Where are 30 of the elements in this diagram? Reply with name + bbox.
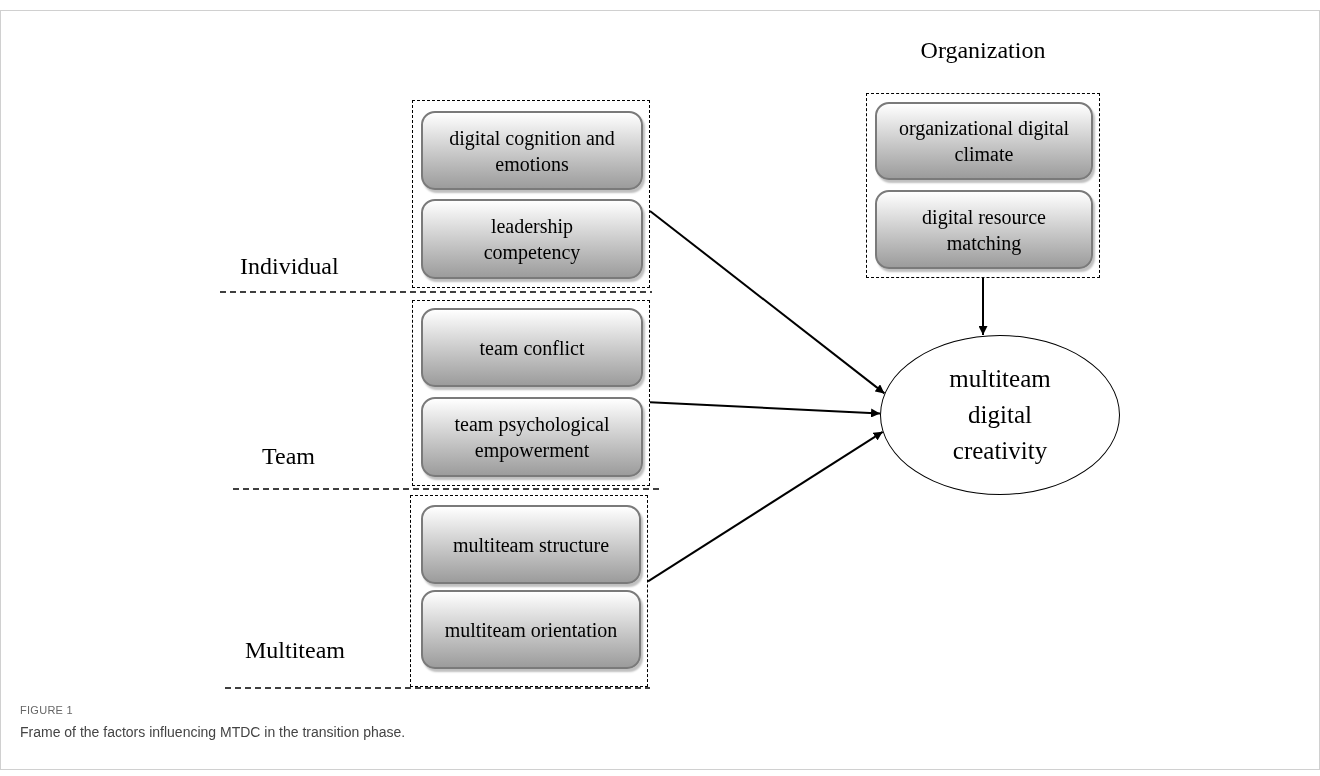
dashed-group-frame <box>412 100 650 288</box>
node-text: digital cognition and emotions <box>448 125 616 177</box>
node-text: leadership competency <box>482 214 582 265</box>
level-label: Multiteam <box>245 636 345 665</box>
arrow <box>978 277 988 336</box>
group-heading: Organization <box>920 36 1046 65</box>
factor-box <box>421 397 643 477</box>
factor-box <box>421 199 643 279</box>
dashed-group-frame <box>410 495 648 687</box>
caption: Frame of the factors influencing MTDC in the transition phase. <box>20 723 406 742</box>
arrow <box>647 430 884 583</box>
node-text: digital resource matching <box>921 204 1047 256</box>
arrow <box>649 401 881 418</box>
level-label: Team <box>262 442 315 471</box>
arrow <box>649 209 886 395</box>
dashed-group-frame <box>412 300 650 486</box>
node-text: team conflict <box>479 335 585 361</box>
figure-number: FIGURE 1 <box>20 703 73 718</box>
node-text: team psychological empowerment <box>453 412 611 463</box>
node-text: multiteam orientation <box>444 617 618 643</box>
node-text: multiteam digital creativity <box>948 364 1052 466</box>
factor-box <box>875 102 1093 180</box>
factor-box <box>421 590 641 669</box>
level-label: Individual <box>240 252 339 281</box>
factor-box <box>421 111 643 190</box>
node-text: organizational digital climate <box>897 116 1071 167</box>
factor-box <box>421 505 641 584</box>
factor-box <box>421 308 643 387</box>
node-text: multiteam structure <box>452 532 610 558</box>
factor-box <box>875 190 1093 269</box>
